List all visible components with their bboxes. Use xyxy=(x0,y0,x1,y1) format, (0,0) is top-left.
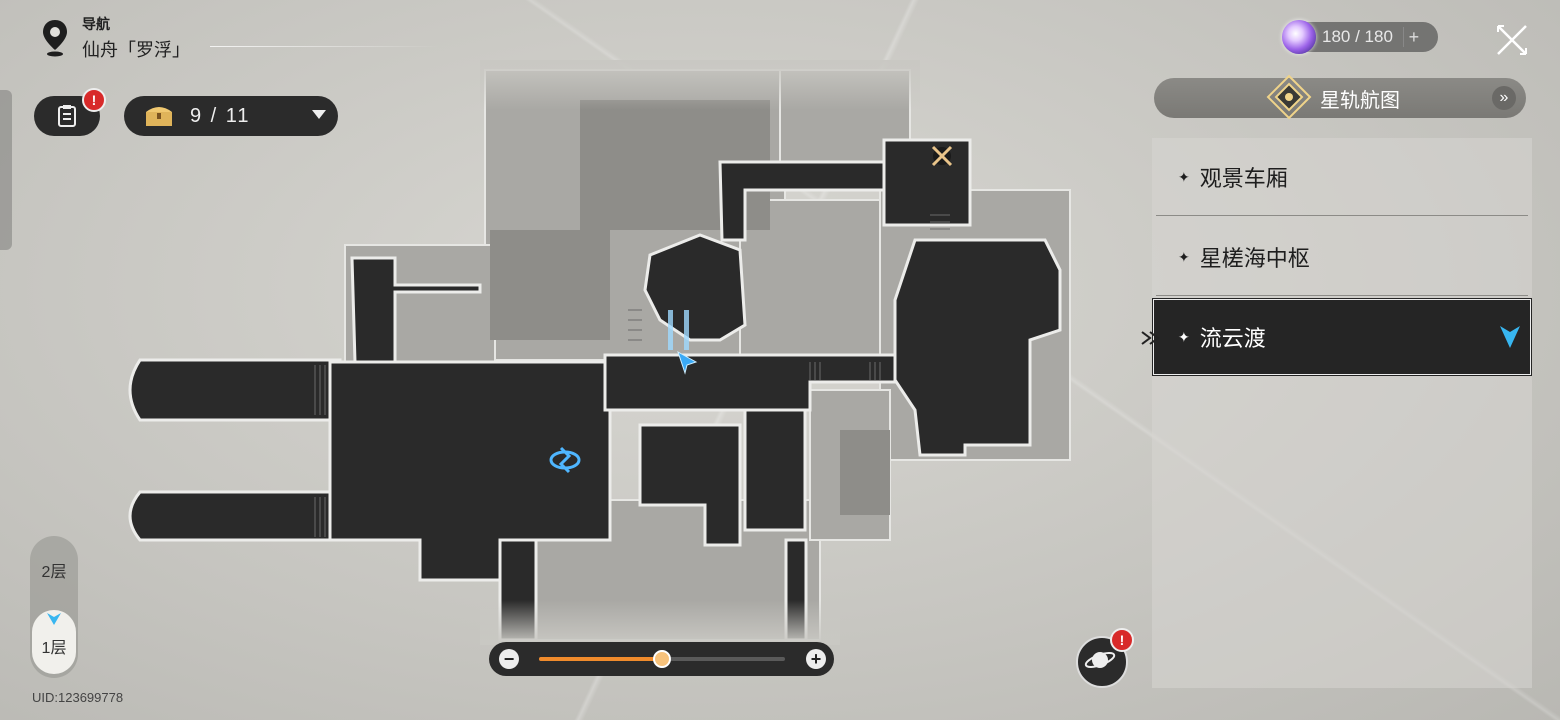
close-icon[interactable] xyxy=(1492,20,1532,60)
area-item-central-starskiff-haven[interactable]: ✦ 星槎海中枢 xyxy=(1152,218,1532,296)
area-item-label: 星槎海中枢 xyxy=(1199,246,1310,271)
trailblaze-power-icon xyxy=(1282,20,1316,54)
clipboard-icon xyxy=(58,105,76,127)
floor-1-label: 1层 xyxy=(41,640,67,657)
planet-alert-badge: ! xyxy=(1110,628,1134,652)
area-list: ✦ 观景车厢 ✦ 星槎海中枢 ✦ 流云渡 xyxy=(1152,138,1532,688)
side-handle[interactable] xyxy=(0,90,12,250)
star-icon: ✦ xyxy=(1178,248,1190,265)
map-stairs xyxy=(314,214,950,537)
trailblaze-power-value: 180 / 180 xyxy=(1322,27,1393,46)
star-rail-diamond-icon xyxy=(1266,74,1312,120)
space-anchor-icon[interactable] xyxy=(549,446,581,474)
add-power-button[interactable]: + xyxy=(1402,27,1424,47)
star-rail-map-button[interactable]: 星轨航图 » xyxy=(1154,74,1526,120)
trailblaze-power[interactable]: 180 / 180 + xyxy=(1282,20,1438,54)
player-beam xyxy=(668,310,689,350)
star-icon: ✦ xyxy=(1178,328,1190,345)
current-floor-indicator-icon xyxy=(47,613,61,625)
star-icon: ✦ xyxy=(1178,168,1190,185)
navigation-label: 导航 xyxy=(82,16,110,32)
floor-selector: 2层 1层 xyxy=(30,536,78,678)
chevron-down-icon xyxy=(312,110,326,119)
star-rail-map-label: 星轨航图 xyxy=(1320,89,1400,112)
planet-icon xyxy=(1084,652,1116,668)
boss-marker-icon[interactable] xyxy=(931,145,953,167)
area-item-observation-car[interactable]: ✦ 观景车厢 xyxy=(1152,138,1532,216)
map-walkable xyxy=(128,138,1062,642)
floor-1-button[interactable]: 1层 xyxy=(32,610,76,674)
header-divider xyxy=(210,46,440,47)
zoom-out-button[interactable]: − xyxy=(499,649,519,669)
zoom-slider-fill xyxy=(539,657,662,661)
zoom-slider-handle[interactable] xyxy=(653,650,671,668)
map-pin-icon xyxy=(43,20,67,57)
user-id: UID:123699778 xyxy=(32,690,124,705)
selection-pointer-icon xyxy=(1141,331,1160,345)
double-chevron-right-icon: » xyxy=(1492,86,1516,110)
player-arrow-icon xyxy=(677,350,698,375)
current-location: 仙舟「罗浮」 xyxy=(82,40,190,60)
chest-count: 9 / 11 xyxy=(190,104,251,127)
area-map[interactable] xyxy=(0,0,1150,720)
floor-2-button[interactable]: 2层 xyxy=(41,564,67,581)
area-item-label: 观景车厢 xyxy=(1199,166,1288,191)
zoom-slider[interactable] xyxy=(539,650,785,668)
planet-button[interactable]: ! xyxy=(1076,628,1134,688)
area-item-label: 流云渡 xyxy=(1199,326,1266,351)
area-item-cloudford[interactable]: ✦ 流云渡 xyxy=(1152,298,1532,376)
navigation-header: 导航 仙舟「罗浮」 xyxy=(40,14,190,62)
treasure-chest-icon xyxy=(146,107,172,126)
zoom-control: − + xyxy=(489,642,834,676)
zoom-in-button[interactable]: + xyxy=(806,649,826,669)
treasure-chest-dropdown[interactable]: 9 / 11 xyxy=(124,96,338,136)
current-location-icon xyxy=(1500,326,1520,348)
quest-log-button[interactable]: ! xyxy=(34,88,106,136)
quest-alert-badge: ! xyxy=(82,88,106,112)
